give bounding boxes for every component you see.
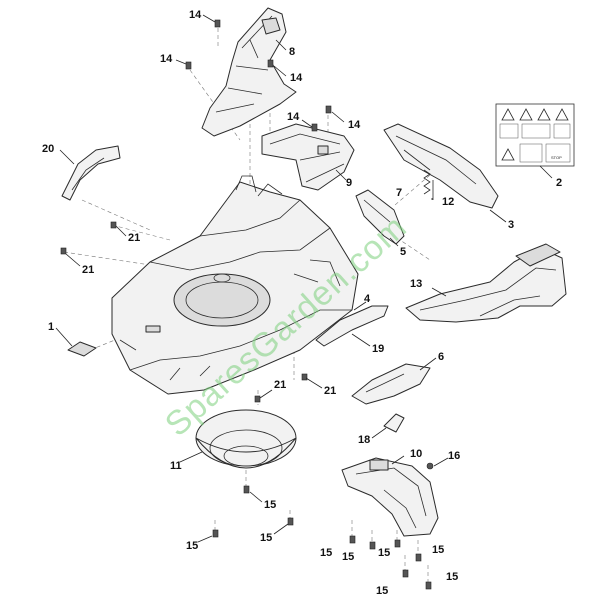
callout-10: 10 <box>410 448 422 460</box>
callout-6: 6 <box>438 351 444 363</box>
callout-14: 14 <box>348 119 361 131</box>
part-6-deflector <box>351 363 431 405</box>
callout-14: 14 <box>189 9 202 21</box>
part-8-handle-bracket <box>201 7 297 137</box>
callout-21: 21 <box>128 232 140 244</box>
callout-12: 12 <box>442 196 454 208</box>
screw-14b <box>185 61 192 70</box>
callout-18: 18 <box>358 434 370 446</box>
part-7-12-spring <box>423 169 434 200</box>
callout-3: 3 <box>508 219 514 231</box>
callout-1: 1 <box>48 321 54 333</box>
screw-15f <box>394 539 401 548</box>
screw-21a <box>110 221 117 229</box>
part-9-cover <box>261 123 355 191</box>
screw-14c <box>267 59 274 68</box>
callout-20: 20 <box>42 143 54 155</box>
screw-14e <box>325 105 332 114</box>
nut-16 <box>426 462 434 470</box>
callout-16: 16 <box>448 450 460 462</box>
callout-8: 8 <box>289 46 295 58</box>
screw-14d <box>311 123 318 132</box>
part-2-warning-label: STOP <box>495 103 575 167</box>
part-1-plate <box>67 341 97 357</box>
screw-21c <box>254 395 261 403</box>
callout-21: 21 <box>274 379 286 391</box>
part-13-chute <box>405 243 567 323</box>
screw-15b <box>212 529 219 538</box>
callout-14: 14 <box>290 72 303 84</box>
screw-21b <box>60 247 67 255</box>
callout-14: 14 <box>160 53 173 65</box>
callout-21: 21 <box>82 264 94 276</box>
leader-lines <box>55 14 553 543</box>
part-5-flap <box>355 189 405 245</box>
part-11-bowl <box>195 409 297 469</box>
callout-11: 11 <box>170 460 182 472</box>
callout-5: 5 <box>400 246 406 258</box>
stop-text: STOP <box>551 155 562 160</box>
callout-15: 15 <box>260 532 272 544</box>
callout-7: 7 <box>396 187 402 199</box>
screw-15c <box>287 517 294 526</box>
callout-15: 15 <box>320 547 332 559</box>
screw-14a <box>214 19 221 28</box>
fasteners <box>60 19 434 590</box>
part-18-clip <box>383 413 405 433</box>
callout-15: 15 <box>342 551 354 563</box>
screw-15i <box>425 581 432 590</box>
part-19-strip <box>315 305 389 347</box>
callout-19: 19 <box>372 343 384 355</box>
callout-2: 2 <box>556 177 562 189</box>
callout-15: 15 <box>186 540 198 552</box>
callout-9: 9 <box>346 177 352 189</box>
screw-15a <box>243 485 250 494</box>
screw-15g <box>415 553 422 562</box>
screw-21d <box>301 373 308 381</box>
callout-21: 21 <box>324 385 336 397</box>
callout-15: 15 <box>432 544 444 556</box>
callout-15: 15 <box>264 499 276 511</box>
part-3-rear-flap <box>383 123 499 209</box>
callout-13: 13 <box>410 278 422 290</box>
deck-housing <box>111 175 359 395</box>
callout-14: 14 <box>287 111 300 123</box>
part-20-bracket <box>61 145 121 201</box>
callout-4: 4 <box>364 293 371 305</box>
callout-15: 15 <box>446 571 458 583</box>
callout-numbers: 14 8 14 14 14 14 2 9 7 12 3 20 21 5 21 1… <box>42 9 562 597</box>
callout-15: 15 <box>376 585 388 597</box>
screw-15h <box>402 569 409 578</box>
screw-15d <box>349 535 356 544</box>
callout-15: 15 <box>378 547 390 559</box>
screw-15e <box>369 541 376 550</box>
part-10-housing <box>341 457 439 537</box>
